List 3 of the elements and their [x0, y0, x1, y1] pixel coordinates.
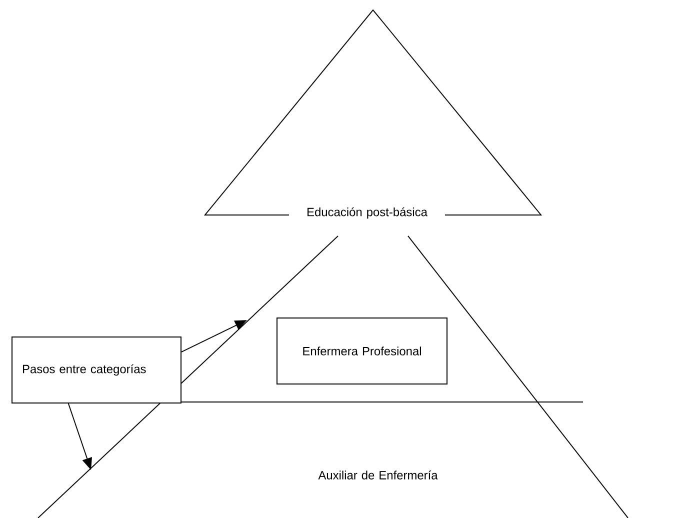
text-box: Pasos entre categorías [12, 336, 182, 404]
text-box: Enfermera Profesional [276, 318, 448, 384]
band-label: Auxiliar de Enfermería [318, 470, 438, 480]
